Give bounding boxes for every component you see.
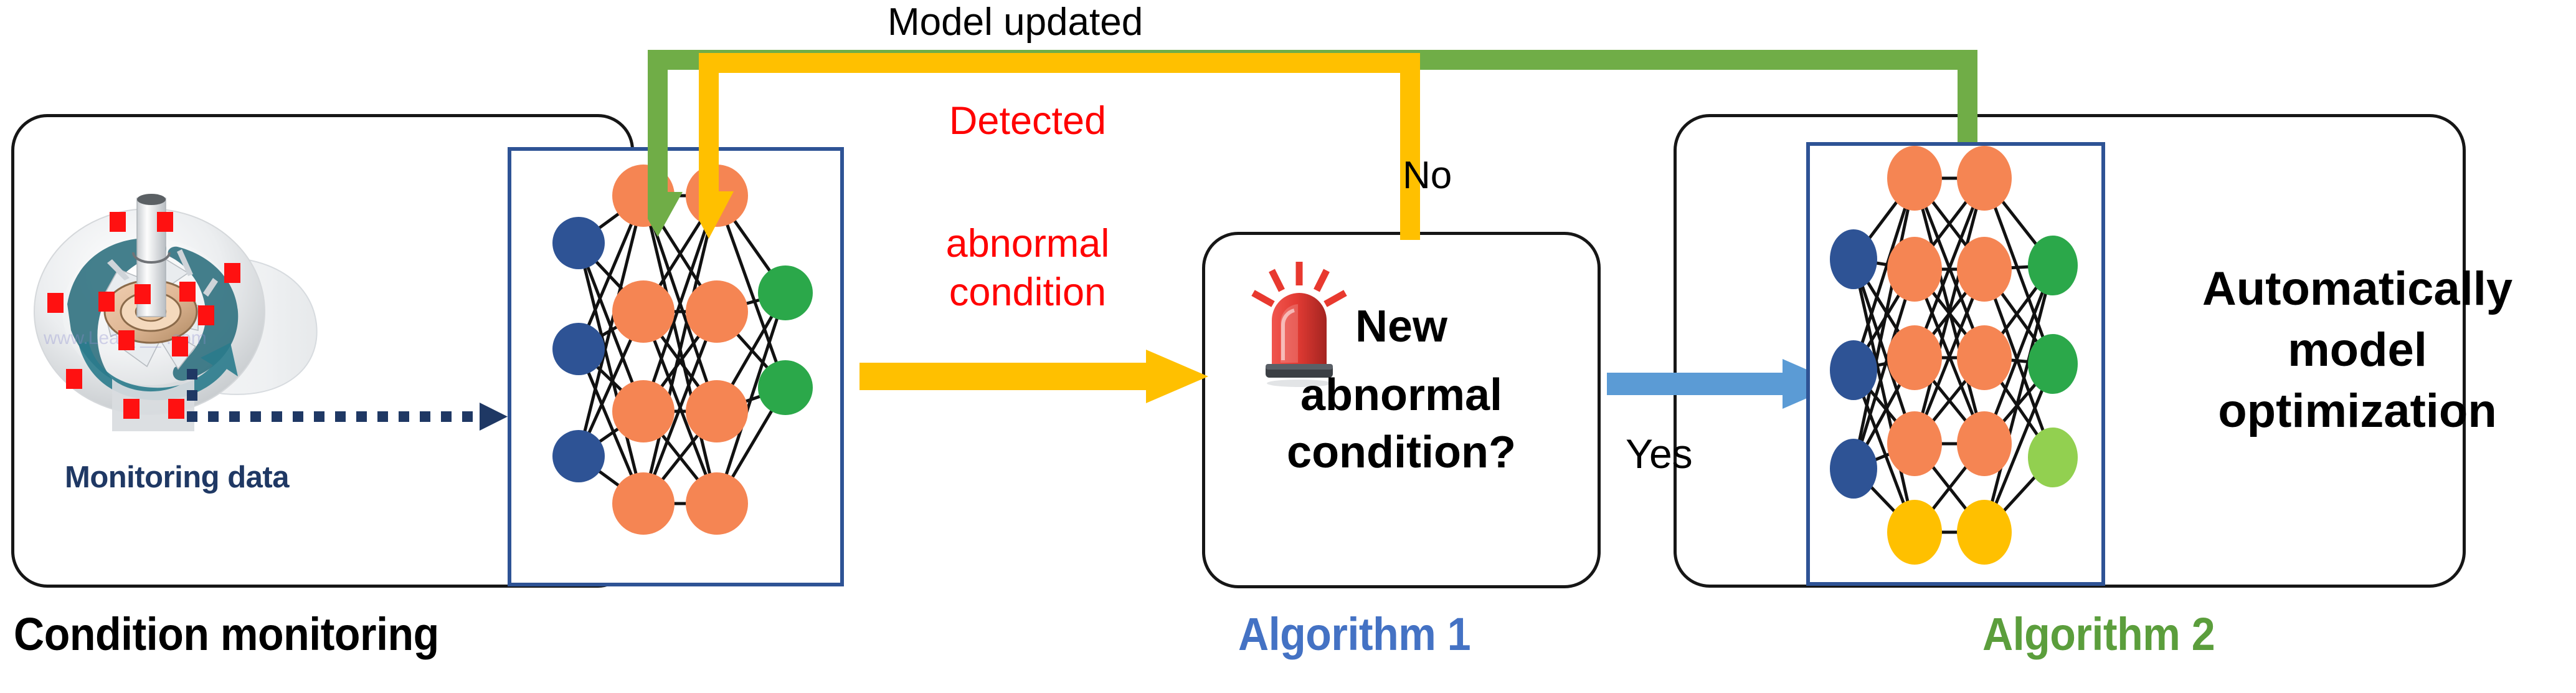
detected-line-3: condition [949, 270, 1107, 314]
algorithm-1-text-line-1: New [1355, 302, 1561, 351]
detected-line-1: Detected [949, 99, 1107, 143]
algorithm-2-text-line-1: Automatically [2202, 262, 2513, 315]
algorithm-2-text-line-2: model [2288, 323, 2427, 376]
no-feedback-arrow [699, 53, 1428, 259]
neural-network-box-1[interactable] [508, 147, 844, 586]
no-label: No [1403, 154, 1452, 197]
algorithm-2-text: Automatically model optimization [2143, 259, 2572, 442]
detected-abnormal-label: Detected [866, 97, 1190, 145]
detected-line-2: abnormal [945, 222, 1110, 265]
pump-impeller-icon: www.Lea _ __ .com [19, 125, 367, 436]
caption-algorithm-2: Algorithm 2 [1982, 608, 2215, 660]
algorithm-1-text-line-3: condition? [1287, 428, 1516, 477]
detected-abnormal-label-2: abnormal condition [866, 219, 1190, 317]
monitoring-data-arrow [187, 368, 517, 449]
panel-algorithm-1[interactable] [1202, 232, 1601, 588]
monitoring-data-label: Monitoring data [65, 461, 289, 494]
sensor-markers [19, 125, 367, 436]
neural-network-box-2[interactable] [1806, 142, 2105, 586]
caption-algorithm-1: Algorithm 1 [1238, 608, 1471, 660]
caption-condition-monitoring: Condition monitoring [14, 608, 439, 660]
model-updated-label: Model updated [888, 1, 1144, 44]
alarm-beacon-icon [1244, 260, 1353, 388]
new-word: New [1355, 302, 1448, 351]
yes-label: Yes [1626, 431, 1693, 477]
detected-abnormal-arrow [859, 346, 1215, 408]
algorithm-1-text: abnormal condition? [1218, 366, 1585, 481]
yes-arrow [1607, 354, 1856, 414]
algorithm-2-text-line-3: optimization [2218, 385, 2497, 437]
algorithm-1-text-line-2: abnormal [1300, 370, 1503, 420]
